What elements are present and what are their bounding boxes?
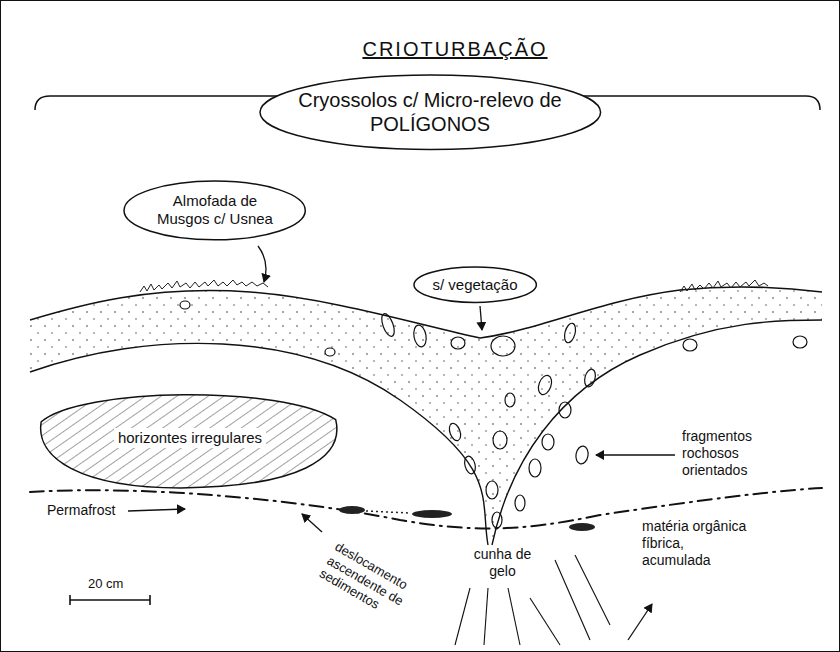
moss-cushion: [680, 280, 768, 292]
right-arch: [492, 320, 822, 545]
feature-label: Permafrost: [45, 502, 117, 519]
soil-lens: horizontes irregulares: [35, 385, 345, 490]
feature-label: matéria orgânica fíbrica, acumulada: [640, 518, 756, 568]
cloud-callout: s/ vegetação: [412, 265, 538, 304]
node-text-group: Cryossolos c/ Micro-relevo de POLÍGONOS: [295, 88, 565, 136]
node-label: s/ vegetação: [432, 276, 517, 294]
scale-bar: [70, 595, 150, 605]
node-text-group: s/ vegetação: [432, 276, 517, 294]
feature-label: cunha de gelo: [463, 546, 542, 580]
cloud-outline: [258, 73, 603, 151]
feature-label: fragmentos rochosos orientados: [680, 428, 809, 478]
node-label: Cryossolos c/ Micro-relevo de POLÍGONOS: [295, 88, 565, 136]
organic-streak: [366, 511, 410, 513]
cloud-callout: Cryossolos c/ Micro-relevo de POLÍGONOS: [258, 73, 603, 151]
feature-label: deslocamento ascendente de sedimentos: [314, 537, 449, 642]
cloud-callout: Almofada de Musgos c/ Usnea: [122, 179, 307, 242]
organic-matter: [339, 506, 595, 531]
node-label: Almofada de Musgos c/ Usnea: [147, 192, 282, 228]
title: CRIOTURBAÇÃO: [362, 38, 547, 61]
node-text-group: Almofada de Musgos c/ Usnea: [147, 192, 282, 228]
moss-cushion: [140, 280, 268, 292]
soil-stipple: [30, 287, 822, 545]
node-label: horizontes irregulares: [114, 428, 266, 448]
node-text-group: horizontes irregulares: [114, 428, 266, 448]
scale-label: 20 cm: [86, 576, 125, 592]
left-arch: [30, 343, 488, 545]
